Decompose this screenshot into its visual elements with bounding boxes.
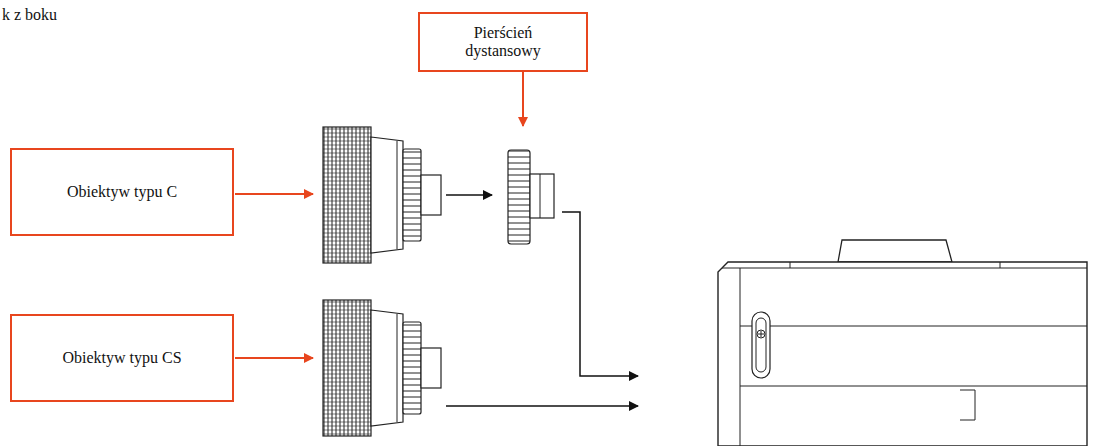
box-text: Pierścień dystansowy: [448, 24, 558, 61]
box-text: Obiektyw typu CS: [62, 349, 181, 367]
callout-box: Obiektyw typu C: [10, 148, 234, 236]
box-text: Obiektyw typu C: [67, 183, 177, 201]
callout-box: Pierścień dystansowy: [418, 12, 588, 72]
view-label: k z boku: [2, 6, 57, 24]
callout-box: Obiektyw typu CS: [10, 314, 234, 402]
